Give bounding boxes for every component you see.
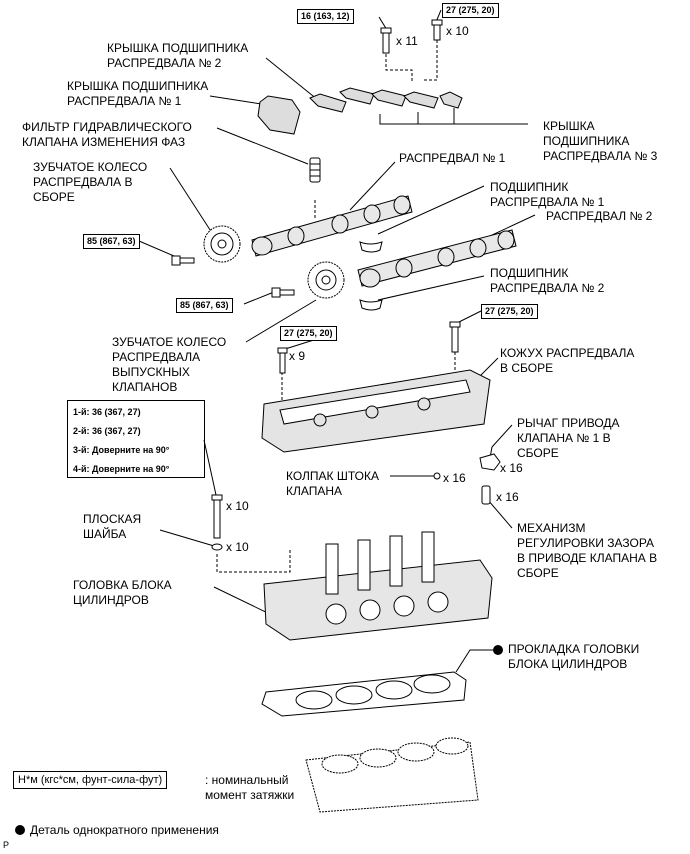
qty-x9: x 9 — [289, 349, 306, 363]
leader-washer — [159, 529, 215, 547]
gear-bolt-2-icon — [271, 287, 295, 298]
leader-vvt-filter — [216, 127, 309, 165]
label-plain-washer: ПЛОСКАЯ ШАЙБА — [83, 512, 142, 541]
gear-bolt-1-icon — [171, 255, 195, 266]
leader-bearing-1 — [377, 185, 485, 235]
leader-rocker — [489, 424, 513, 459]
label-lash-adjuster: МЕХАНИЗМ РЕГУЛИРОВКИ ЗАЗОРА В ПРИВОДЕ КЛ… — [517, 521, 658, 580]
torque-label-top-left: 16 (163, 12) — [297, 9, 354, 24]
washer-icon — [211, 543, 223, 551]
one-time-use-icon-legend — [15, 825, 25, 835]
housing-bolt-left-icon — [277, 347, 288, 374]
label-head-gasket: ПРОКЛАДКА ГОЛОВКИ БЛОКА ЦИЛИНДРОВ — [508, 642, 640, 671]
torque-label-top-right: 27 (275, 20) — [442, 3, 499, 18]
bolt-icon-top-right — [431, 19, 443, 41]
exhaust-gear-icon — [307, 261, 345, 299]
qty-x10-washer: x 10 — [226, 540, 249, 554]
label-bearing-cap-2: КРЫШКА ПОДШИПНИКА РАСПРЕДВАЛА № 2 — [107, 41, 249, 70]
qty-x16-adjuster: x 16 — [496, 490, 519, 504]
engine-block-icon — [305, 737, 479, 813]
label-valve-stem-cap: КОЛПАК ШТОКА КЛАПАНА — [286, 469, 379, 498]
sequence-step-4: 4-й: Доверните на 90° — [73, 464, 170, 474]
torque-label-gear-2: 85 (867, 63) — [176, 298, 233, 313]
leader-exhaust-gear — [245, 299, 317, 343]
label-cam-housing: КОЖУХ РАСПРЕДВАЛА В СБОРЕ — [500, 346, 635, 375]
housing-bolt-right-icon — [449, 321, 461, 353]
qty-x10-bolt: x 10 — [226, 499, 249, 513]
label-cam-bearing-1: ПОДШИПНИК РАСПРЕДВАЛА № 1 — [490, 180, 605, 209]
corner-mark: P — [3, 840, 10, 850]
legend-units-note: : номинальный момент затяжки — [205, 773, 295, 802]
leader-gasket — [455, 649, 498, 673]
cylinder-head-icon — [263, 531, 493, 641]
label-vvt-filter: ФИЛЬТР ГИДРАВЛИЧЕСКОГО КЛАПАНА ИЗМЕНЕНИЯ… — [22, 120, 192, 149]
leader-bearing-cap-2 — [265, 57, 319, 101]
qty-x10-top: x 10 — [446, 24, 469, 38]
label-bearing-cap-1: КРЫШКА ПОДШИПНИКА РАСПРЕДВАЛА № 1 — [67, 79, 209, 108]
torque-label-gear-1: 85 (867, 63) — [83, 234, 140, 249]
qty-x16-cap: x 16 — [443, 471, 466, 485]
qty-x16-rocker: x 16 — [500, 461, 523, 475]
leader-bearing-cap-3 — [379, 114, 528, 125]
vvt-filter-icon — [309, 157, 321, 183]
leader-lash-adjuster — [487, 499, 513, 529]
cam-bearing-2-icon — [359, 299, 383, 311]
legend-units: Н*м (кгс*см, фунт-сила-фут) — [13, 771, 168, 789]
camshaft-1-icon — [251, 195, 413, 257]
tightening-sequence-box: 1-й: 36 (367, 27) 2-й: 36 (367, 27) 3-й:… — [67, 400, 205, 478]
legend-one-time-use: Деталь однократного применения — [30, 823, 219, 837]
bolt-icon-top-left — [380, 27, 392, 54]
bearing-caps — [257, 87, 463, 135]
cam-housing-icon — [261, 369, 491, 453]
label-cam-bearing-2: ПОДШИПНИК РАСПРЕДВАЛА № 2 — [490, 266, 605, 295]
label-cylinder-head: ГОЛОВКА БЛОКА ЦИЛИНДРОВ — [73, 578, 172, 607]
head-gasket-icon — [261, 671, 467, 717]
camshaft-2-icon — [357, 229, 517, 288]
sequence-step-3: 3-й: Доверните на 90° — [73, 445, 170, 455]
sequence-step-1: 1-й: 36 (367, 27) — [73, 407, 141, 417]
rocker-arm-icon — [479, 453, 501, 471]
leader-camshaft-1 — [349, 161, 396, 211]
qty-x11: x 11 — [396, 34, 418, 48]
lash-adjuster-icon — [481, 485, 491, 505]
one-time-use-icon-gasket — [493, 645, 503, 655]
label-camshaft-1: РАСПРЕДВАЛ № 1 — [399, 151, 506, 165]
leader-cam-gear — [169, 167, 215, 237]
cam-timing-gear-icon — [203, 225, 241, 263]
sequence-step-2: 2-й: 36 (367, 27) — [73, 426, 141, 436]
leader-bearing-cap-1 — [209, 95, 269, 106]
leader-camshaft-2 — [489, 214, 536, 237]
label-exhaust-gear: ЗУБЧАТОЕ КОЛЕСО РАСПРЕДВАЛА ВЫПУСКНЫХ КЛ… — [112, 335, 227, 394]
torque-label-housing-right: 27 (275, 20) — [481, 304, 538, 319]
label-cam-timing-gear: ЗУБЧАТОЕ КОЛЕСО РАСПРЕДВАЛА В СБОРЕ — [33, 160, 148, 204]
head-bolt-icon — [211, 494, 223, 539]
valve-stem-cap-icon — [433, 472, 441, 480]
torque-label-housing-left: 27 (275, 20) — [280, 326, 337, 341]
label-rocker-arm: РЫЧАГ ПРИВОДА КЛАПАНА № 1 В СБОРЕ — [517, 416, 620, 460]
label-camshaft-2: РАСПРЕДВАЛ № 2 — [546, 209, 653, 223]
cam-bearing-1-icon — [359, 241, 383, 253]
leader-bearing-2 — [377, 275, 485, 301]
label-bearing-cap-3: КРЫШКА ПОДШИПНИКА РАСПРЕДВАЛА № 3 — [543, 119, 658, 163]
